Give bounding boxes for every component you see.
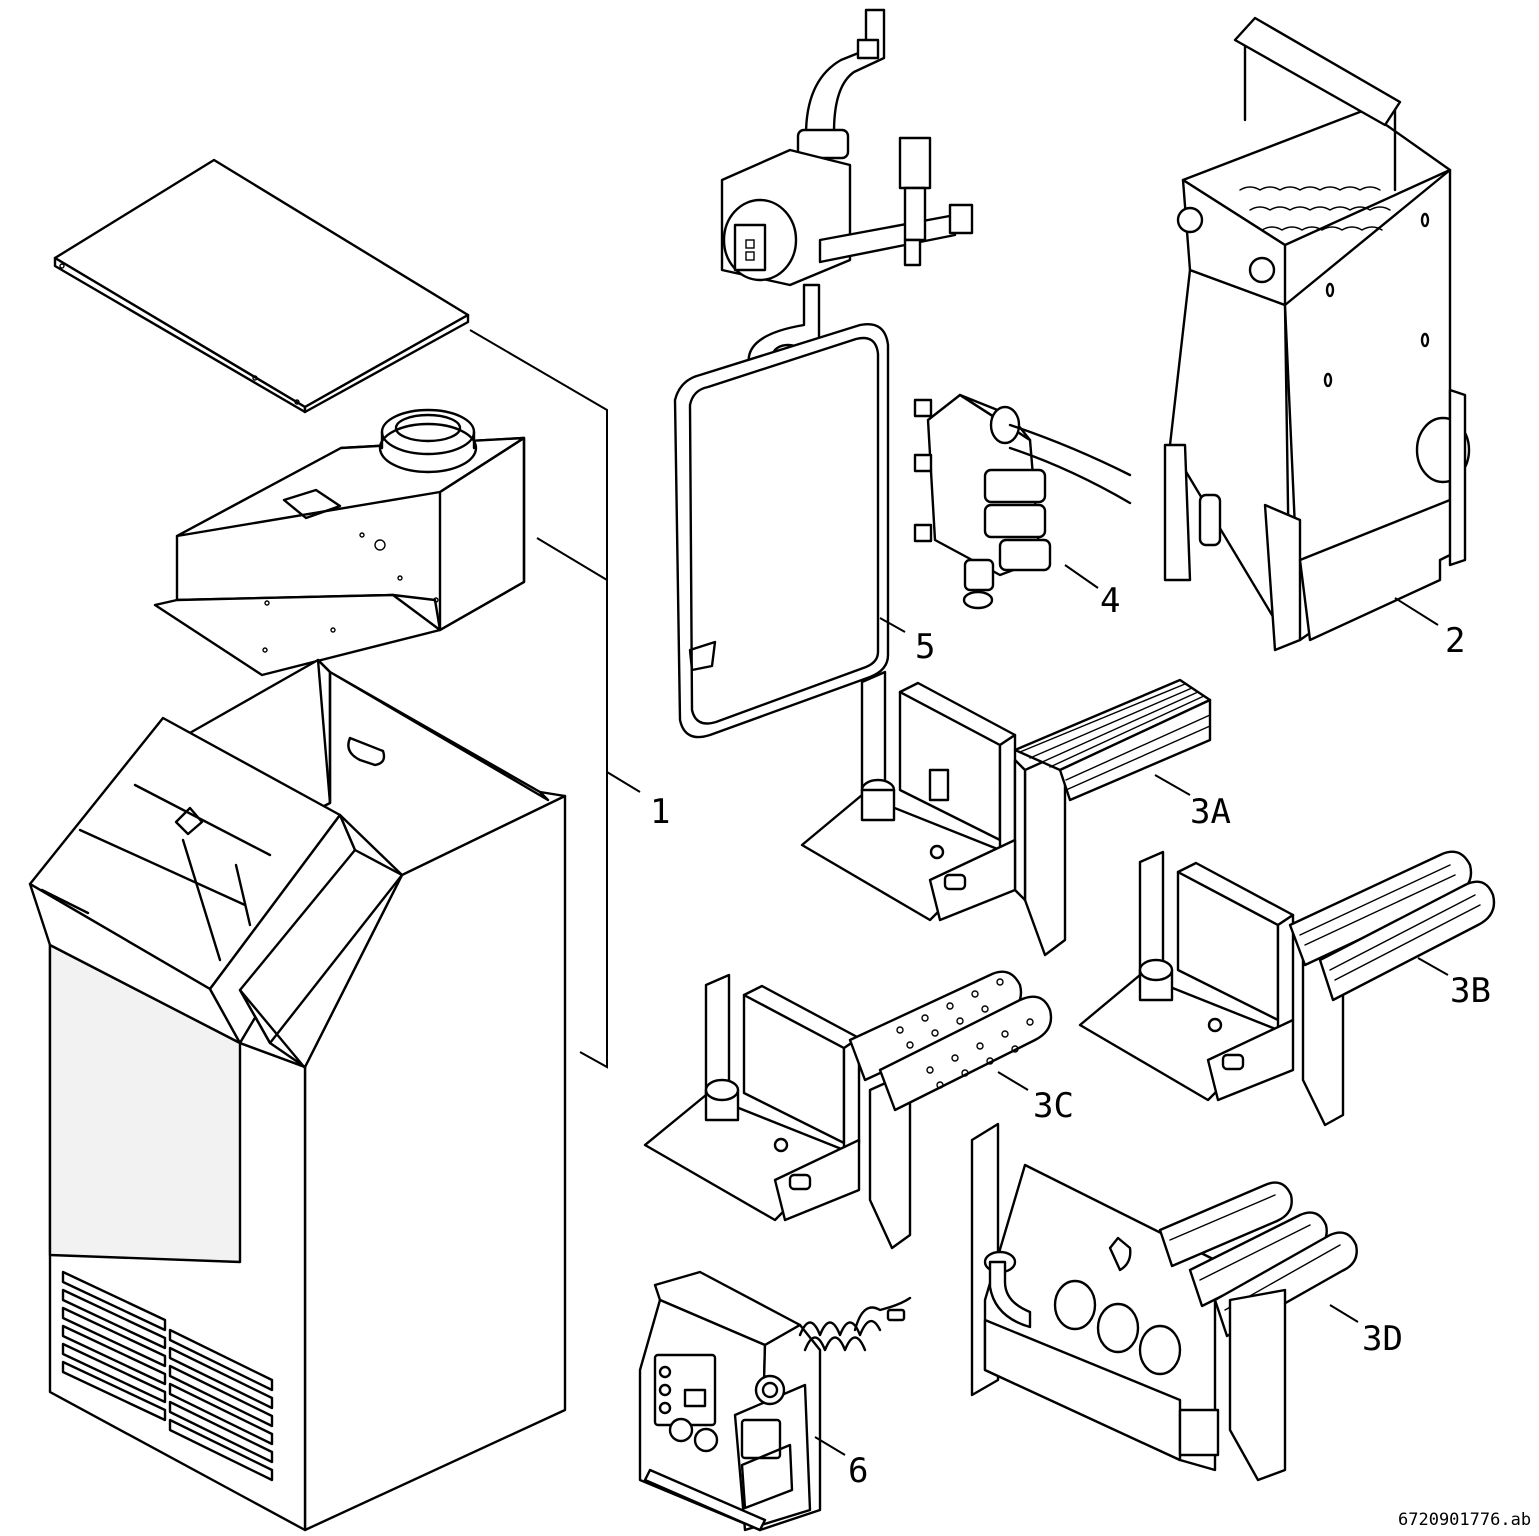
ventilation-louvres [61, 1270, 274, 1482]
burner-3d [970, 1122, 1358, 1482]
heat-exchanger [1163, 16, 1471, 652]
label-part-3b: 3B [1450, 971, 1491, 1011]
casing-top-panel [53, 158, 470, 414]
label-part-4: 4 [1100, 581, 1120, 621]
control-unit [638, 1270, 912, 1532]
drawing-reference-code: 6720901776.ab [1398, 1510, 1531, 1530]
burner-tubes-3b [1288, 850, 1496, 1002]
leader-bracket-1 [469, 329, 641, 1069]
label-part-3c: 3C [1033, 1086, 1074, 1126]
label-part-3a: 3A [1190, 792, 1231, 832]
gas-valve [913, 393, 1132, 610]
label-part-1: 1 [650, 792, 670, 832]
burner-3c [643, 970, 1053, 1250]
pump-assembly [720, 8, 974, 385]
casing-body [28, 658, 567, 1532]
heat-exchanger-fins [1239, 186, 1391, 231]
burner-3b [1078, 850, 1496, 1127]
label-part-3d: 3D [1362, 1319, 1403, 1359]
label-part-6: 6 [848, 1451, 868, 1491]
burner-bars-rods [1013, 678, 1212, 802]
expansion-vessel [673, 323, 890, 739]
burner-3a [800, 670, 1212, 957]
label-part-5: 5 [915, 627, 935, 667]
label-part-2: 2 [1445, 621, 1465, 661]
burner-tubes-3c [848, 970, 1053, 1112]
flue-hood [153, 408, 526, 677]
